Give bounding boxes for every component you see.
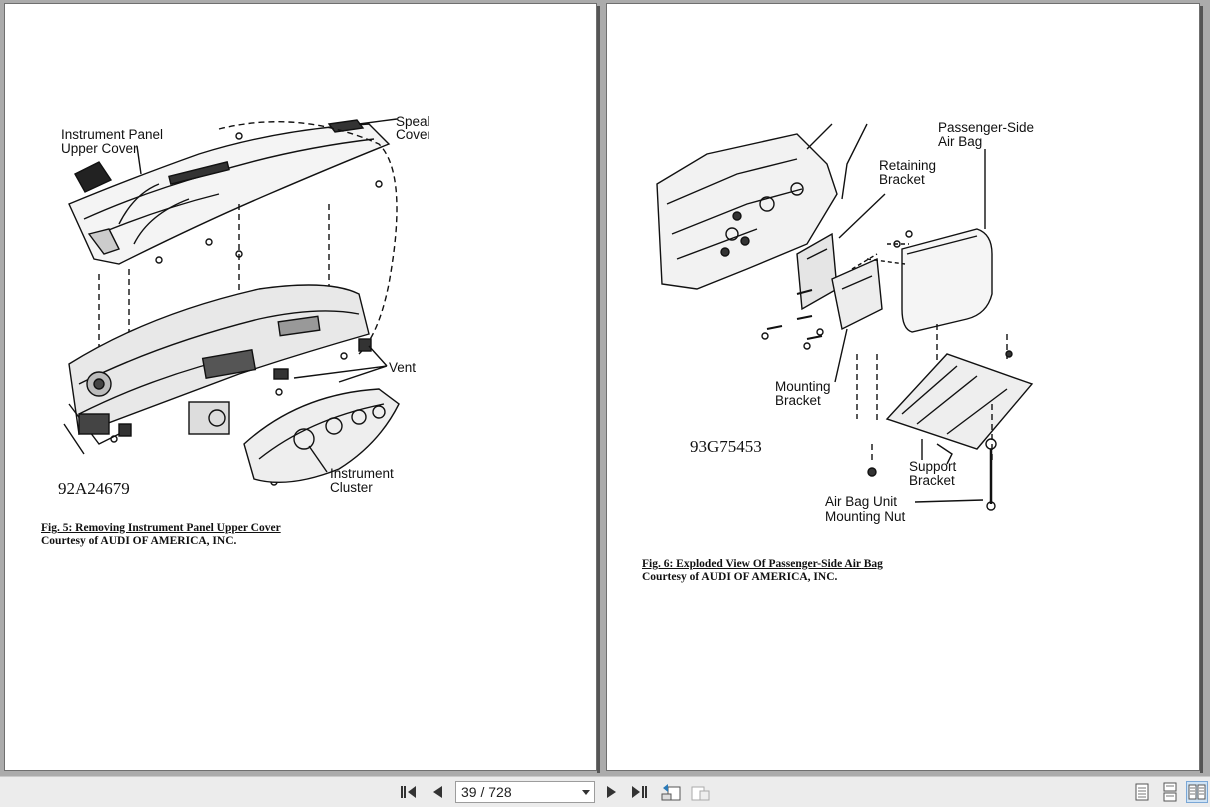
figure-code: 93G75453 (690, 437, 762, 456)
label-upper-cover-line1: Instrument Panel (61, 127, 163, 142)
chevron-down-icon[interactable] (582, 790, 590, 795)
label-mounting-line1: Mounting (775, 379, 831, 394)
continuous-page-icon[interactable] (1159, 781, 1181, 803)
prev-page-icon[interactable] (426, 781, 448, 803)
figure-code: 92A24679 (58, 479, 130, 498)
label-cluster-line1: Instrument (330, 466, 394, 481)
page-left: Instrument Panel Upper Cover Speaker Cov… (4, 3, 600, 773)
label-mounting-line2: Bracket (775, 393, 821, 408)
label-retaining-line1: Retaining (879, 158, 936, 173)
caption-courtesy: Courtesy of AUDI OF AMERICA, INC. (41, 535, 237, 547)
page-shadow (597, 6, 600, 773)
label-nut-line2: Mounting Nut (825, 509, 906, 524)
label-upper-cover-line2: Upper Cover (61, 141, 138, 156)
page-number-field[interactable]: 39 / 728 (455, 781, 595, 803)
label-retaining-line2: Bracket (879, 172, 925, 187)
facing-pages-icon[interactable] (1186, 781, 1208, 803)
instrument-panel-illustration: Instrument Panel Upper Cover Speaker Cov… (58, 114, 429, 498)
go-back-icon[interactable] (660, 781, 682, 803)
label-vent: Vent (389, 360, 416, 375)
caption-courtesy: Courtesy of AUDI OF AMERICA, INC. (642, 571, 838, 583)
airbag-exploded-illustration: Passenger-Side Air Bag Retaining Bracket… (656, 120, 1034, 524)
label-speaker-line1: Speaker (396, 114, 429, 129)
figure-caption: Fig. 6: Exploded View Of Passenger-Side … (642, 558, 883, 584)
next-page-icon[interactable] (601, 781, 623, 803)
first-page-icon[interactable] (398, 781, 420, 803)
go-forward-icon[interactable] (690, 781, 712, 803)
last-page-icon[interactable] (628, 781, 650, 803)
navigation-toolbar: 39 / 728 (0, 776, 1210, 807)
caption-title: Fig. 5: Removing Instrument Panel Upper … (41, 522, 281, 534)
label-airbag-line2: Air Bag (938, 134, 982, 149)
page-right: Passenger-Side Air Bag Retaining Bracket… (606, 3, 1203, 773)
single-page-icon[interactable] (1131, 781, 1153, 803)
figure-caption: Fig. 5: Removing Instrument Panel Upper … (41, 522, 281, 548)
label-cluster-line2: Cluster (330, 480, 373, 495)
page-shadow (1200, 6, 1203, 773)
label-nut-line1: Air Bag Unit (825, 494, 897, 509)
caption-title: Fig. 6: Exploded View Of Passenger-Side … (642, 558, 883, 570)
label-speaker-line2: Cover (396, 127, 429, 142)
label-support-line2: Bracket (909, 473, 955, 488)
page-indicator: 39 / 728 (461, 784, 512, 800)
label-airbag-line1: Passenger-Side (938, 120, 1034, 135)
label-support-line1: Support (909, 459, 957, 474)
